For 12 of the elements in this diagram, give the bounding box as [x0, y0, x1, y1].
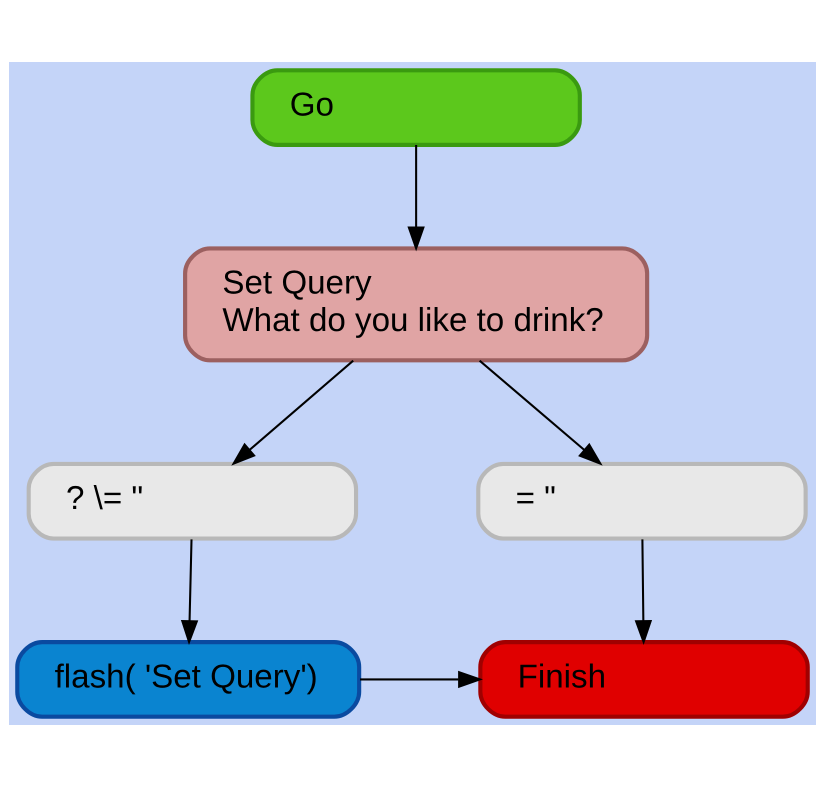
arrow [478, 359, 602, 466]
arrow [360, 670, 482, 688]
node-box: = " [476, 461, 808, 540]
node-box: Finish [478, 640, 810, 718]
node-box: ? \= " [26, 461, 358, 540]
arrow [406, 144, 424, 251]
arrow [230, 359, 354, 466]
arrow [180, 538, 198, 645]
node-box: Set Query What do you like to drink? [182, 246, 649, 362]
arrow [634, 538, 652, 645]
node-box: Go [250, 68, 582, 146]
node-box: flash( 'Set Query') [14, 640, 361, 718]
